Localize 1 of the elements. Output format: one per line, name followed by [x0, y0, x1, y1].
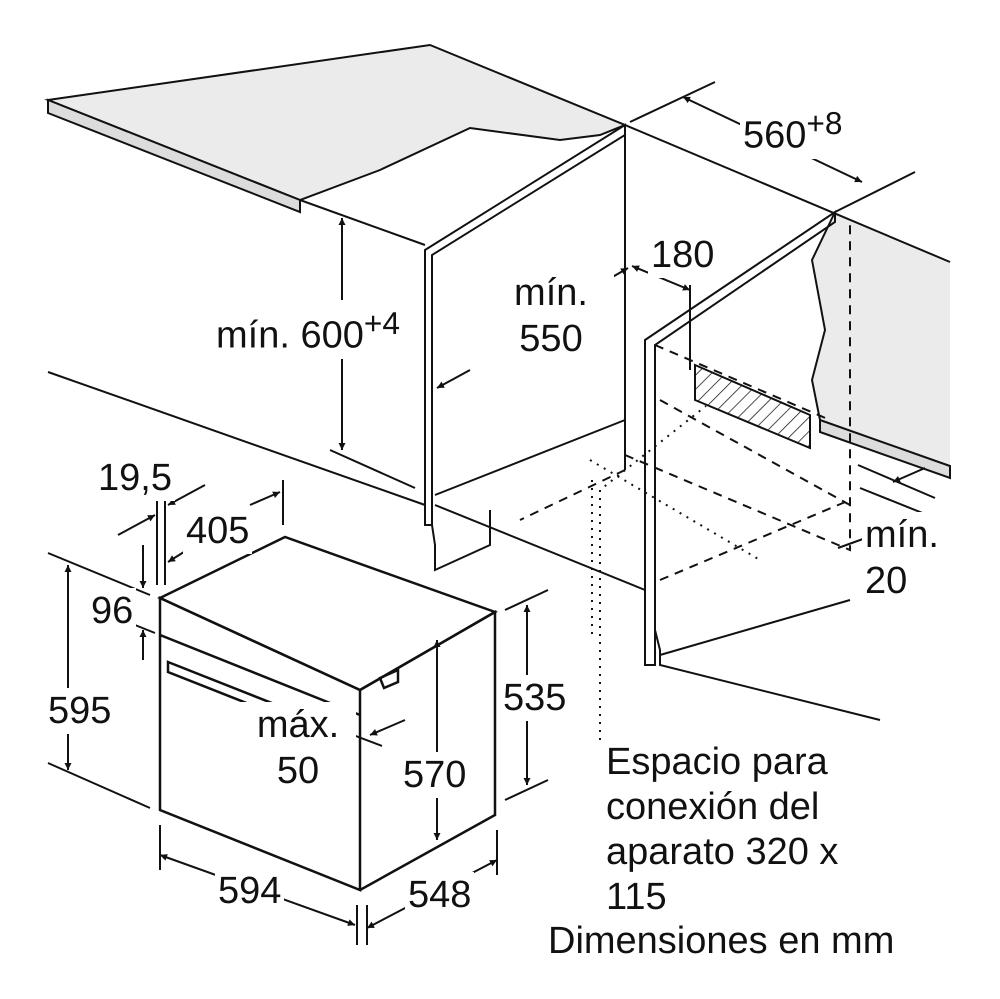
- leader-line: [599, 405, 707, 740]
